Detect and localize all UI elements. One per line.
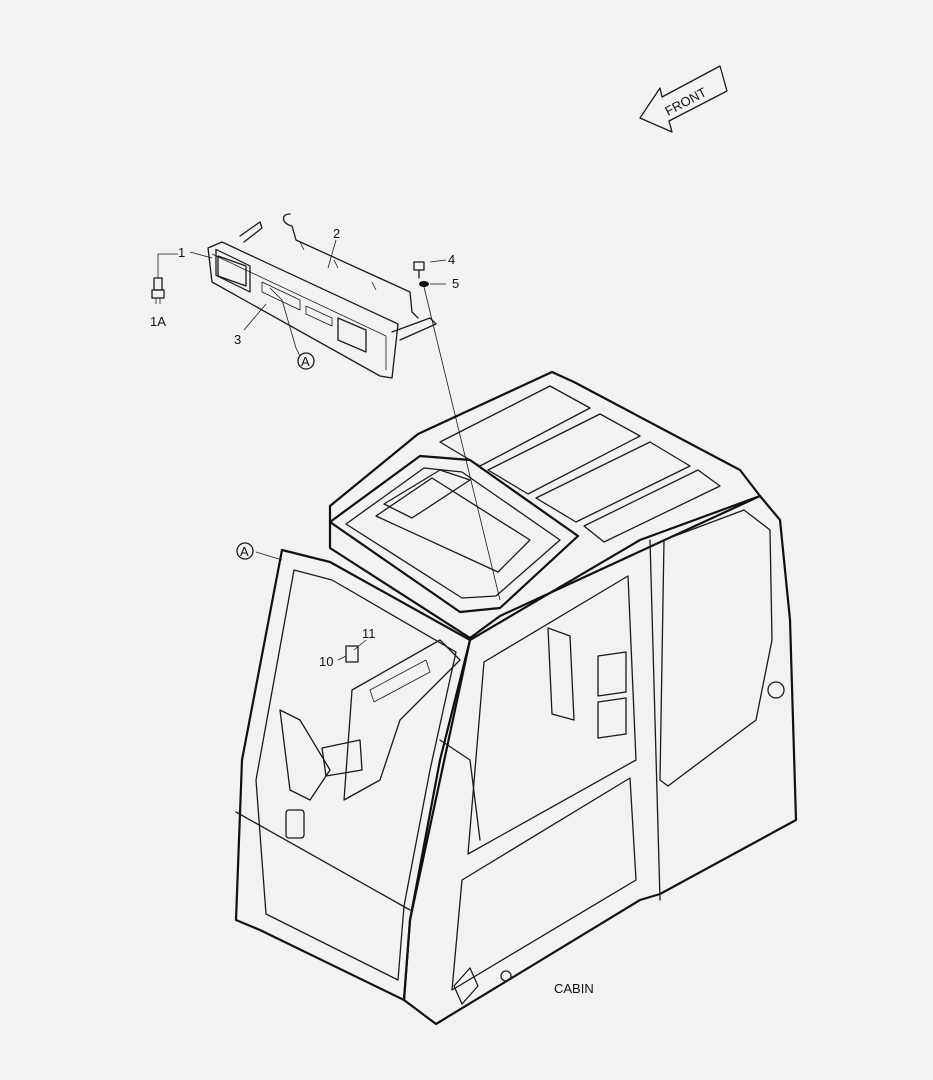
cabin-body [234,370,798,1026]
work-light-assembly [207,221,437,379]
callout-10: 10 [319,654,333,669]
detail-a-marker-top: A [297,352,315,370]
callout-3: 3 [234,332,241,347]
svg-text:A: A [301,354,310,369]
callout-11: 11 [362,626,376,641]
front-arrow: FRONT [639,65,728,133]
wire-harness [282,213,419,319]
cabin-label: CABIN [554,981,594,996]
callout-1: 1 [178,245,185,260]
callout-1a: 1A [150,314,166,329]
callout-2: 2 [333,226,340,241]
detail-a-marker-cabin: A [236,542,254,560]
front-label: FRONT [662,84,709,118]
bulb-icon [151,253,178,304]
washer-icon [419,281,429,287]
bolt-icon [413,261,425,279]
callout-5: 5 [452,276,459,291]
callout-4: 4 [448,252,455,267]
svg-text:A: A [240,544,249,559]
